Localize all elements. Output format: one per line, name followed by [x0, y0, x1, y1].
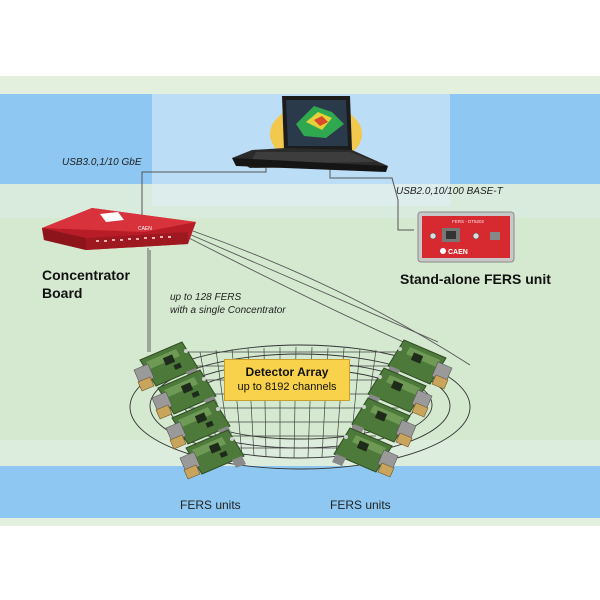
background-strip-bottom — [0, 518, 600, 526]
detector-array-title: Detector Array — [245, 365, 329, 379]
background-top — [0, 0, 600, 76]
concentrator-logo-text: CAEN — [138, 226, 152, 232]
usb-cable-standalone — [329, 160, 414, 231]
fers-units-label-right: FERS units — [330, 498, 391, 512]
standalone-title: Stand-alone FERS unit — [400, 271, 551, 287]
fers-units-label-left: FERS units — [180, 498, 241, 512]
concentrator-board-icon — [42, 208, 196, 250]
capacity-label-line1: up to 128 FERS — [170, 292, 242, 303]
detector-array-subtitle: up to 8192 channels — [237, 381, 337, 393]
usb-standalone-label: USB2.0,10/100 BASE-T — [396, 186, 503, 197]
concentrator-title-line1: Concentrator — [42, 267, 130, 283]
background-bottom — [0, 526, 600, 600]
detector-array-box: Detector Array up to 8192 channels — [224, 359, 350, 401]
laptop-icon — [232, 96, 388, 172]
concentrator-title-line2: Board — [42, 285, 83, 301]
background-pale-band-lower — [0, 440, 600, 466]
usb-concentrator-label: USB3.0,1/10 GbE — [62, 157, 142, 168]
fers-unit-logo-text: CAEN — [448, 249, 468, 256]
background-blue-band-bottom — [0, 466, 600, 518]
fers-unit-icon — [417, 211, 515, 263]
concentrator-fanout-cables — [147, 230, 471, 366]
background-strip-top — [0, 76, 600, 94]
fers-board-stack-right — [331, 339, 453, 478]
fers-unit-model-text: FERS - DT5202 — [452, 219, 485, 224]
capacity-label-line2: with a single Concentrator — [170, 305, 286, 316]
